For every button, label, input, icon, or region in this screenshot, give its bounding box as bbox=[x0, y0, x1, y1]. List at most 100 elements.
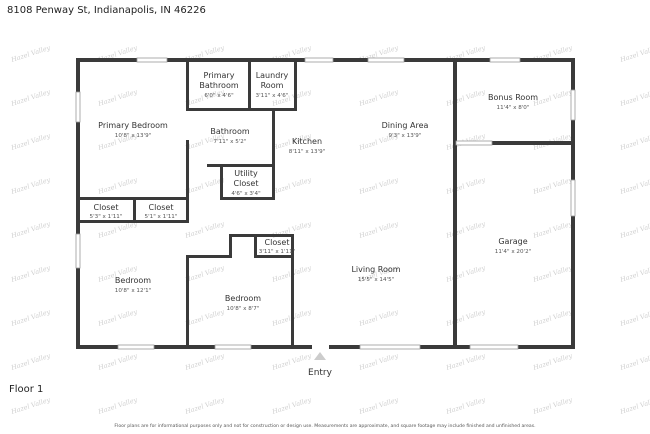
watermark-text: Hazel Valley bbox=[531, 396, 573, 417]
watermark-text: Hazel Valley bbox=[444, 220, 486, 241]
room-dims: 7'11" x 5'2" bbox=[214, 139, 247, 145]
room-dims: 5'1" x 1'11" bbox=[145, 214, 178, 220]
watermark-text: Hazel Valley bbox=[9, 220, 51, 241]
watermark-text: Hazel Valley bbox=[618, 352, 650, 373]
watermark-text: Hazel Valley bbox=[444, 396, 486, 417]
room-name: Primary bbox=[204, 71, 235, 80]
watermark-text: Hazel Valley bbox=[96, 352, 138, 373]
room-name: Kitchen bbox=[292, 137, 322, 146]
room-name: Laundry bbox=[256, 71, 289, 80]
watermark-text: Hazel Valley bbox=[183, 308, 225, 329]
watermark-text: Hazel Valley bbox=[444, 264, 486, 285]
watermark-text: Hazel Valley bbox=[183, 352, 225, 373]
watermark-text: Hazel Valley bbox=[270, 352, 312, 373]
room-dims: 8'11" x 13'9" bbox=[289, 149, 326, 155]
room-dims: 10'8" x 13'9" bbox=[115, 133, 152, 139]
room-utility-closet: Utility Closet 4'6" x 3'4" bbox=[231, 169, 261, 197]
room-name: Bonus Room bbox=[488, 93, 538, 102]
watermark-text: Hazel Valley bbox=[531, 220, 573, 241]
room-dims: 15'5" x 14'5" bbox=[358, 277, 395, 283]
watermark-text: Hazel Valley bbox=[96, 396, 138, 417]
watermark-text: Hazel Valley bbox=[183, 220, 225, 241]
room-bathroom: Bathroom 7'11" x 5'2" bbox=[210, 127, 250, 145]
watermark-text: Hazel Valley bbox=[357, 176, 399, 197]
room-dims: 11'4" x 20'2" bbox=[495, 249, 532, 255]
watermark-text: Hazel Valley bbox=[618, 44, 650, 65]
room-dims: 11'4" x 8'0" bbox=[497, 105, 530, 111]
room-name: Living Room bbox=[351, 265, 400, 274]
watermark-text: Hazel Valley bbox=[618, 308, 650, 329]
watermark-text: Hazel Valley bbox=[531, 308, 573, 329]
room-primary-bedroom: Primary Bedroom 10'8" x 13'9" bbox=[98, 121, 168, 139]
watermark-text: Hazel Valley bbox=[270, 396, 312, 417]
watermark-text: Hazel Valley bbox=[531, 264, 573, 285]
room-closet-3: Closet 3'11" x 1'11" bbox=[259, 238, 296, 255]
watermark-text: Hazel Valley bbox=[531, 352, 573, 373]
entry-label: Entry bbox=[308, 368, 333, 378]
entry-arrow-icon bbox=[314, 352, 326, 360]
room-kitchen: Kitchen 8'11" x 13'9" bbox=[289, 137, 326, 155]
watermark-text: Hazel Valley bbox=[357, 308, 399, 329]
room-dims: 3'11" x 1'11" bbox=[259, 249, 296, 255]
watermark-text: Hazel Valley bbox=[357, 352, 399, 373]
room-dining-area: Dining Area 9'3" x 13'9" bbox=[382, 121, 429, 139]
room-dims: 10'8" x 8'7" bbox=[227, 306, 260, 312]
room-dims: 4'6" x 3'4" bbox=[231, 191, 261, 197]
watermark-text: Hazel Valley bbox=[96, 88, 138, 109]
watermark-text: Hazel Valley bbox=[618, 88, 650, 109]
room-living: Living Room 15'5" x 14'5" bbox=[351, 265, 400, 283]
watermark-text: Hazel Valley bbox=[618, 176, 650, 197]
room-name: Bathroom bbox=[210, 127, 250, 136]
room-name: Closet bbox=[149, 203, 174, 212]
windows bbox=[75, 57, 576, 350]
room-dims: 10'8" x 12'1" bbox=[115, 288, 152, 294]
watermark-text: Hazel Valley bbox=[9, 88, 51, 109]
room-bedroom-1: Bedroom 10'8" x 12'1" bbox=[115, 276, 152, 294]
room-dims: 6'0" x 4'6" bbox=[204, 93, 234, 99]
watermark-text: Hazel Valley bbox=[270, 176, 312, 197]
watermark-text: Hazel Valley bbox=[96, 176, 138, 197]
watermark-text: Hazel Valley bbox=[618, 264, 650, 285]
watermark-text: Hazel Valley bbox=[183, 396, 225, 417]
room-laundry: Laundry Room 3'11" x 4'6" bbox=[256, 71, 289, 99]
room-dims: 9'3" x 13'9" bbox=[389, 133, 422, 139]
watermark-text: Hazel Valley bbox=[357, 396, 399, 417]
room-name: Dining Area bbox=[382, 121, 429, 130]
watermark-text: Hazel Valley bbox=[9, 132, 51, 153]
room-name-line2: Room bbox=[261, 81, 284, 90]
room-name: Primary Bedroom bbox=[98, 121, 168, 130]
watermark-text: Hazel Valley bbox=[618, 132, 650, 153]
room-closet-1: Closet 5'3" x 1'11" bbox=[90, 203, 123, 220]
room-bedroom-2: Bedroom 10'8" x 8'7" bbox=[225, 294, 261, 312]
watermark-text: Hazel Valley bbox=[444, 352, 486, 373]
watermark-text: Hazel Valley bbox=[9, 396, 51, 417]
room-name: Garage bbox=[498, 237, 527, 246]
watermark-text: Hazel Valley bbox=[444, 176, 486, 197]
watermark-text: Hazel Valley bbox=[9, 264, 51, 285]
room-dims: 3'11" x 4'6" bbox=[256, 93, 289, 99]
watermark-text: Hazel Valley bbox=[9, 352, 51, 373]
watermark-text: Hazel Valley bbox=[618, 396, 650, 417]
watermark-text: Hazel Valley bbox=[531, 176, 573, 197]
watermark-text: Hazel Valley bbox=[96, 308, 138, 329]
room-name-line2: Closet bbox=[234, 179, 259, 188]
room-name: Bedroom bbox=[115, 276, 151, 285]
watermark-text: Hazel Valley bbox=[444, 88, 486, 109]
room-garage: Garage 11'4" x 20'2" bbox=[495, 237, 532, 255]
property-address: 8108 Penway St, Indianapolis, IN 46226 bbox=[7, 5, 206, 16]
room-dims: 5'3" x 1'11" bbox=[90, 214, 123, 220]
room-name: Bedroom bbox=[225, 294, 261, 303]
watermark-text: Hazel Valley bbox=[9, 176, 51, 197]
room-closet-2: Closet 5'1" x 1'11" bbox=[145, 203, 178, 220]
watermark-text: Hazel Valley bbox=[183, 176, 225, 197]
watermark-text: Hazel Valley bbox=[9, 44, 51, 65]
room-bonus: Bonus Room 11'4" x 8'0" bbox=[488, 93, 538, 111]
room-name: Utility bbox=[234, 169, 258, 178]
watermark-text: Hazel Valley bbox=[618, 220, 650, 241]
watermark-text: Hazel Valley bbox=[9, 308, 51, 329]
floor-label: Floor 1 bbox=[9, 384, 44, 395]
watermark-text: Hazel Valley bbox=[357, 88, 399, 109]
disclaimer: Floor plans are for informational purpos… bbox=[114, 424, 536, 429]
